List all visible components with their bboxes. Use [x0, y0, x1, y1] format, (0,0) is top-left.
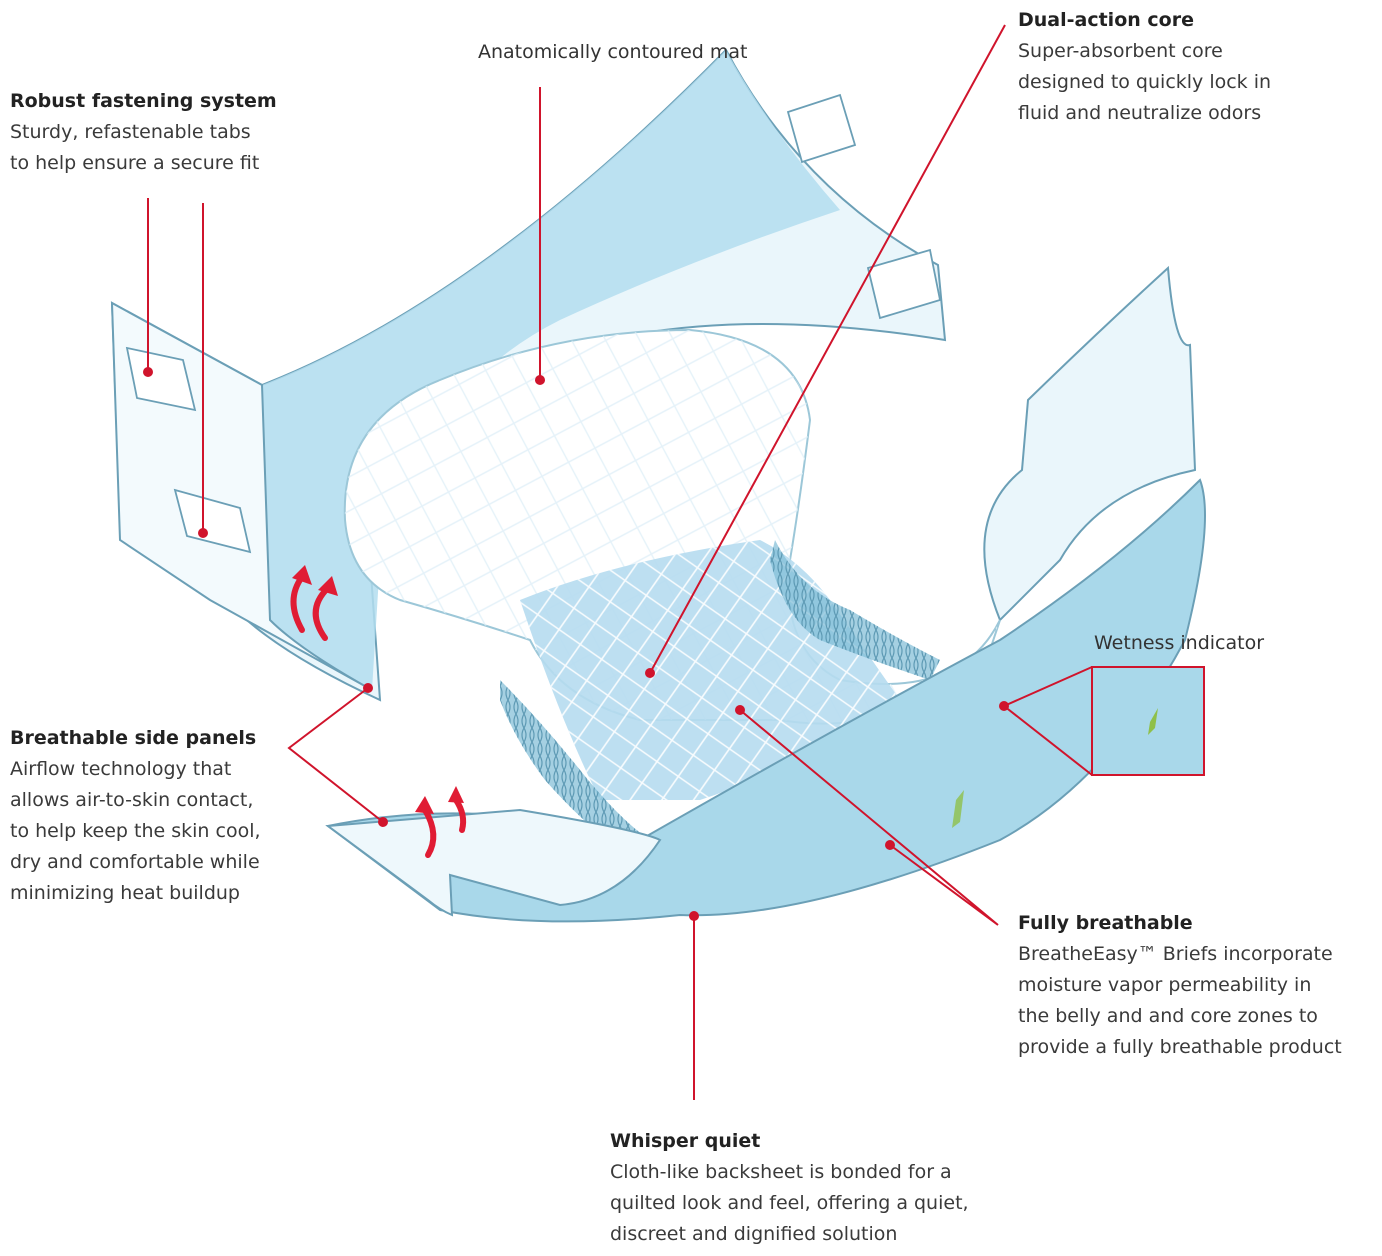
- wetness-indicator-inset: [1092, 667, 1204, 775]
- callout-breathable: Fully breathable BreatheEasy™ Briefs inc…: [1018, 908, 1342, 1063]
- callout-quiet-title: Whisper quiet: [610, 1126, 969, 1157]
- callout-side-panels-title: Breathable side panels: [10, 723, 261, 754]
- callout-side-panels: Breathable side panels Airflow technolog…: [10, 723, 261, 909]
- callout-wetness-label: Wetness indicator: [1094, 631, 1264, 655]
- arrow-head: [415, 796, 434, 814]
- fastening-tab-right-upper: [788, 95, 855, 162]
- callout-fastening: Robust fastening system Sturdy, refasten…: [10, 86, 277, 179]
- callout-mat-label: Anatomically contoured mat: [478, 40, 748, 64]
- callout-breathable-title: Fully breathable: [1018, 908, 1342, 939]
- callout-core: Dual-action core Super-absorbent core de…: [1018, 5, 1271, 129]
- callout-fastening-title: Robust fastening system: [10, 86, 277, 117]
- arrow-head: [448, 786, 464, 803]
- callout-quiet-body: Cloth-like backsheet is bonded for a qui…: [610, 1157, 969, 1250]
- callout-fastening-body: Sturdy, refastenable tabs to help ensure…: [10, 117, 277, 179]
- callout-side-panels-body: Airflow technology that allows air-to-sk…: [10, 754, 261, 909]
- diaper-illustration: [112, 50, 1205, 921]
- callout-breathable-body: BreatheEasy™ Briefs incorporate moisture…: [1018, 939, 1342, 1063]
- callout-quiet: Whisper quiet Cloth-like backsheet is bo…: [610, 1126, 969, 1250]
- callout-core-body: Super-absorbent core designed to quickly…: [1018, 36, 1271, 129]
- callout-core-title: Dual-action core: [1018, 5, 1271, 36]
